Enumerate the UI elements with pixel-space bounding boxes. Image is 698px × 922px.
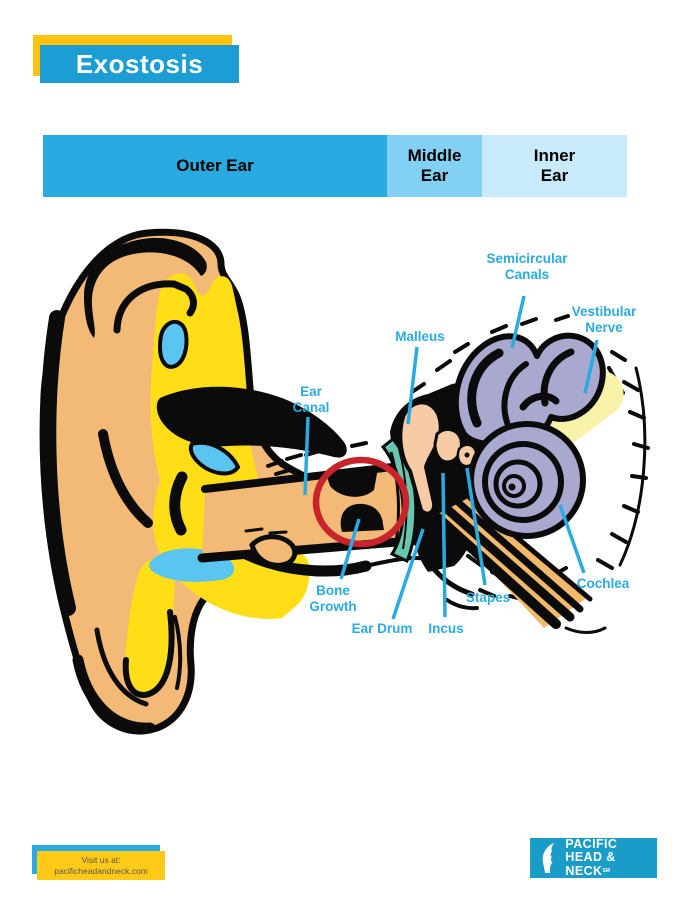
leader-incus <box>441 472 447 618</box>
leader-ear-drum <box>391 528 425 620</box>
title-banner: Exostosis <box>40 45 239 83</box>
label-stapes: Stapes <box>465 590 511 605</box>
pacific-head-neck-logo: PACIFIC HEAD & NECKSM <box>530 836 657 879</box>
section-outer-ear: Outer Ear <box>43 135 387 197</box>
logo-line1: PACIFIC <box>565 836 618 851</box>
leader-semicircular-canals <box>510 295 526 349</box>
page-title: Exostosis <box>75 48 204 79</box>
malleus-bone <box>398 400 443 516</box>
ear-section-bar: Outer Ear Middle Ear Inner Ear <box>43 135 627 197</box>
leader-ear-canal <box>303 416 310 496</box>
visit-url: pacificheadandneck.com <box>54 865 148 876</box>
face-profile-icon <box>542 843 555 873</box>
bone-growth-blobs <box>325 468 384 532</box>
label-semicircular-canals: Semicircular Canals <box>486 251 568 282</box>
leader-lines <box>303 295 599 620</box>
label-ear-canal: Ear Canal <box>292 384 330 415</box>
visit-box: Visit us at: pacificheadandneck.com <box>37 851 165 880</box>
section-middle-ear: Middle Ear <box>387 135 482 197</box>
bone-growth-highlight-circle <box>312 456 410 548</box>
label-cochlea: Cochlea <box>576 576 630 591</box>
logo-text: PACIFIC HEAD & NECKSM <box>565 836 657 879</box>
cochlea-shape <box>468 421 586 539</box>
logo-line2: HEAD & NECK <box>565 850 616 878</box>
label-malleus: Malleus <box>395 329 445 344</box>
leader-bone-growth <box>339 518 361 580</box>
semicircular-canals-shape <box>452 332 606 448</box>
section-inner-ear: Inner Ear <box>482 135 627 197</box>
label-vestibular-nerve: Vestibular Nerve <box>571 304 637 335</box>
leader-malleus <box>406 346 419 425</box>
label-ear-drum: Ear Drum <box>351 621 413 636</box>
logo-service-mark: SM <box>602 867 610 874</box>
leader-cochlea <box>558 504 586 574</box>
visit-line1: Visit us at: <box>81 854 121 865</box>
leader-stapes <box>465 467 487 586</box>
leader-vestibular-nerve <box>583 339 599 394</box>
label-incus: Incus <box>428 621 464 636</box>
label-bone-growth: Bone Growth <box>309 583 357 614</box>
